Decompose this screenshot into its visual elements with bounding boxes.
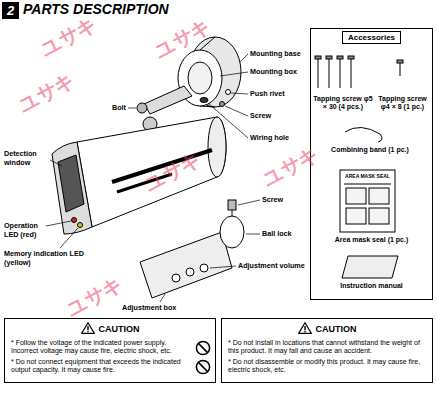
accessory-label: Tapping screw φ5 × 30 (4 pcs.) <box>311 95 375 112</box>
accessories-panel: Accessories <box>310 28 433 300</box>
accessory-label: Area mask seal (1 pc.) <box>316 236 427 244</box>
accessory-label: Tapping screw φ4 × 8 (1 pc.) <box>374 95 431 112</box>
caution-box: CAUTION * Follow the voltage of the indic… <box>4 318 216 383</box>
watermark: ユサキ <box>36 12 100 61</box>
page-title: PARTS DESCRIPTION <box>23 1 169 17</box>
caution-note: * Do not connect equipment that exceeds … <box>11 358 209 375</box>
prohibition-symbol <box>195 359 211 375</box>
part-label: Wiring hole <box>250 134 289 143</box>
part-label: Detection window <box>4 150 50 167</box>
section-number: 2 <box>2 2 19 19</box>
part-label: Mounting base <box>250 50 301 59</box>
watermark: ユサキ <box>258 142 322 191</box>
caution-title: CAUTION <box>316 324 357 334</box>
accessory-label: Combining band (1 pc.) <box>322 146 418 154</box>
watermark: ユサキ <box>62 272 126 321</box>
caution-title: CAUTION <box>99 324 140 334</box>
accessory-label: Instruction manual <box>316 282 427 290</box>
caution-note: * Do not disassemble or modify this prod… <box>228 358 426 375</box>
warning-triangle <box>81 322 95 334</box>
part-label: Screw <box>262 196 283 205</box>
caution-heading: CAUTION <box>11 322 209 336</box>
warning-triangle <box>298 322 312 334</box>
panel-heading: Accessories <box>342 31 401 44</box>
part-label: Adjustment box <box>122 304 176 313</box>
caution-note: * Follow the voltage of the indicated po… <box>11 339 209 356</box>
seal-print: AREA MASK SEAL <box>341 173 394 179</box>
caution-box: CAUTION * Do not install in locations tha… <box>221 318 433 383</box>
part-label: Operation LED (red) <box>4 222 50 239</box>
prohibition-symbol <box>195 340 211 356</box>
part-label: Ball lock <box>262 230 292 239</box>
part-label: Bolt <box>86 104 126 113</box>
part-label: Adjustment volume <box>238 262 305 271</box>
watermark: ユサキ <box>14 68 78 117</box>
part-label: Memory indication LED (yellow) <box>4 250 84 267</box>
caution-heading: CAUTION <box>228 322 426 336</box>
part-label: Mounting box <box>250 68 297 77</box>
part-label: Screw <box>250 112 271 121</box>
part-label: Push rivet <box>250 90 285 99</box>
caution-note: * Do not install in locations that canno… <box>228 339 426 356</box>
